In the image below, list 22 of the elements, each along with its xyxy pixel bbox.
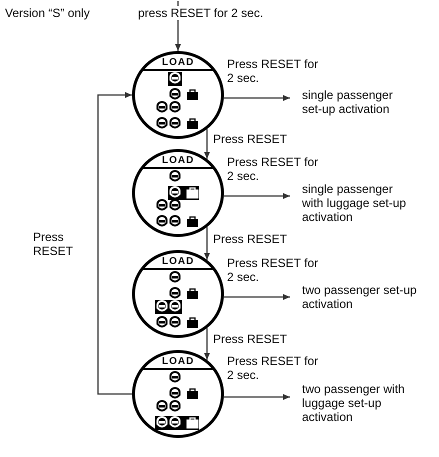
arrow <box>204 227 210 260</box>
arrow <box>224 193 290 199</box>
result-text: single passenger set-up activation <box>302 88 394 116</box>
arrow <box>224 294 290 300</box>
edge-label: Press RESET <box>213 232 288 246</box>
load-label: LOAD <box>162 57 194 69</box>
arrow <box>224 394 290 400</box>
note-text: Version “S” only <box>5 6 90 20</box>
edge-label: Press RESET <box>213 332 288 346</box>
load-label: LOAD <box>162 155 194 167</box>
result-text: two passenger with luggage set-up activation <box>302 382 406 424</box>
load-label: LOAD <box>162 356 194 368</box>
load-label: LOAD <box>162 256 194 268</box>
edge-label: Press RESET <box>213 132 288 146</box>
edge-label: press RESET for 2 sec. <box>138 6 264 20</box>
arrow <box>224 95 290 101</box>
result-text: two passenger set-up activation <box>302 283 418 311</box>
result-text: single passenger with luggage set-up activation <box>302 182 408 224</box>
arrow <box>97 92 132 395</box>
display-circle <box>132 350 224 438</box>
arrow <box>204 129 210 159</box>
arrow <box>204 328 210 360</box>
